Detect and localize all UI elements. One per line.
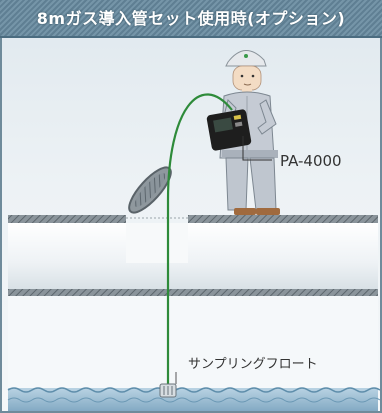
- pipe-interior: [8, 296, 378, 388]
- water-surface-icon: [7, 387, 381, 413]
- pipe-body: [8, 223, 378, 289]
- sampling-float-icon: [159, 383, 177, 398]
- model-leader-line: [242, 136, 272, 161]
- manhole-lid-icon: [128, 166, 172, 214]
- diagram-title: 8mガス導入管セット使用時(オプション): [36, 9, 346, 28]
- instrument-model-label: PA-4000: [280, 152, 342, 170]
- gas-detector-icon: [206, 109, 252, 151]
- title-bar: 8mガス導入管セット使用時(オプション): [0, 0, 382, 38]
- sampling-float-label: サンプリングフロート: [188, 357, 318, 372]
- pipe-bottom-wall: [8, 289, 378, 296]
- sampling-tube: [166, 93, 233, 385]
- pipe-top-wall: [8, 215, 378, 223]
- shaft-opening: [126, 223, 188, 263]
